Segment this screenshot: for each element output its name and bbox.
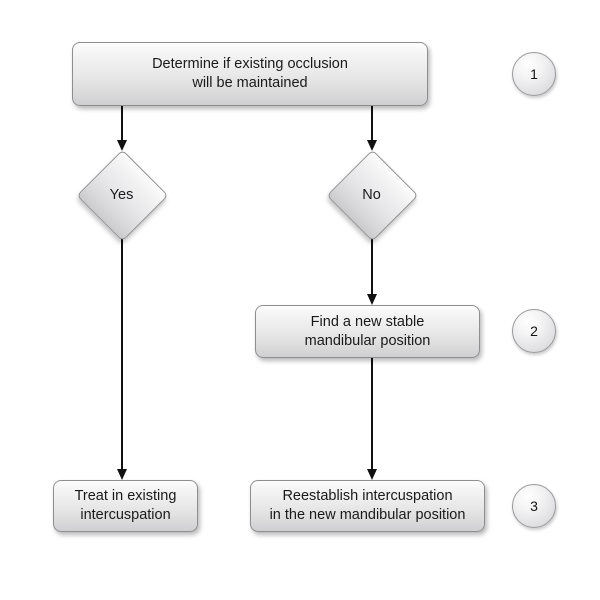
node-label: Treat in existing intercuspation bbox=[74, 488, 177, 523]
connector-line bbox=[371, 106, 373, 142]
arrowhead-icon bbox=[367, 469, 377, 480]
connector-line bbox=[121, 106, 123, 142]
node-decision-no[interactable]: No bbox=[326, 149, 419, 242]
step-marker-3[interactable]: 3 bbox=[512, 484, 556, 528]
node-determine-existing-occlusion[interactable]: Determine if existing occlusion will be … bbox=[72, 42, 428, 106]
node-label: Yes bbox=[109, 186, 134, 203]
node-reestablish-intercuspation[interactable]: Reestablish intercuspation in the new ma… bbox=[250, 480, 485, 532]
connector-line bbox=[371, 358, 373, 471]
node-label: No bbox=[362, 186, 381, 203]
step-marker-number: 1 bbox=[530, 66, 538, 82]
connector-line bbox=[121, 239, 123, 471]
step-marker-number: 3 bbox=[530, 498, 538, 514]
step-marker-number: 2 bbox=[530, 323, 538, 339]
arrowhead-icon bbox=[367, 294, 377, 305]
arrowhead-icon bbox=[117, 140, 127, 151]
node-label: Reestablish intercuspation in the new ma… bbox=[269, 488, 466, 523]
node-treat-in-existing-intercuspation[interactable]: Treat in existing intercuspation bbox=[53, 480, 198, 532]
node-find-new-stable-position[interactable]: Find a new stable mandibular position bbox=[255, 305, 480, 358]
arrowhead-icon bbox=[117, 469, 127, 480]
node-decision-yes[interactable]: Yes bbox=[76, 149, 169, 242]
node-label: Determine if existing occlusion will be … bbox=[152, 56, 348, 91]
connector-line bbox=[371, 239, 373, 296]
step-marker-2[interactable]: 2 bbox=[512, 309, 556, 353]
arrowhead-icon bbox=[367, 140, 377, 151]
node-label: Find a new stable mandibular position bbox=[304, 313, 431, 349]
step-marker-1[interactable]: 1 bbox=[512, 52, 556, 96]
